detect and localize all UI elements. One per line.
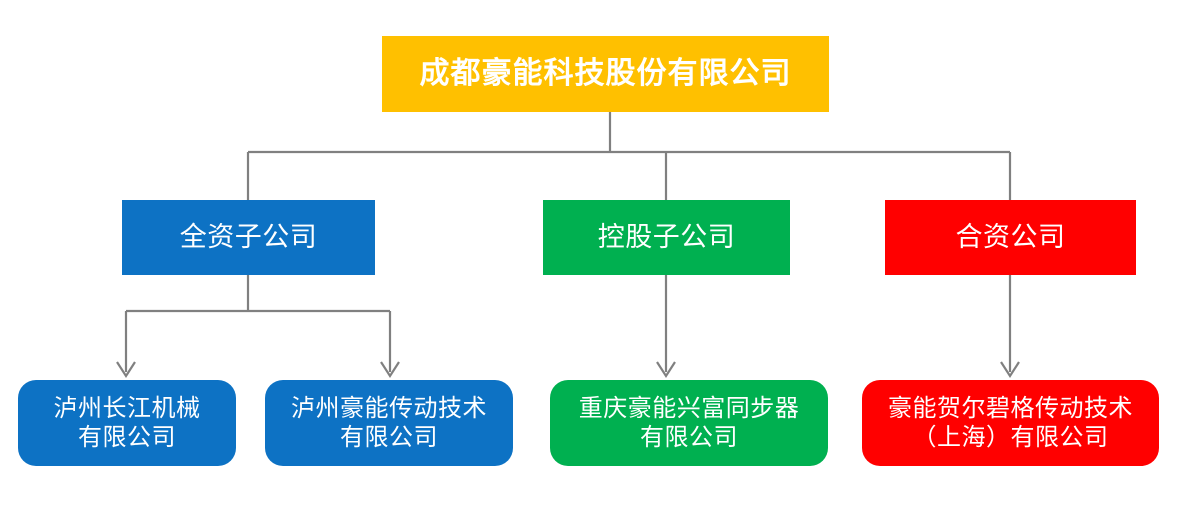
node-category-wholly-owned-label: 全资子公司	[179, 222, 318, 253]
arrowhead-xingfu-icon	[656, 361, 676, 379]
node-subsidiary-haoneng-chuandong[interactable]: 泸州豪能传动技术 有限公司	[265, 380, 513, 466]
node-category-holding[interactable]: 控股子公司	[543, 200, 790, 275]
node-category-wholly-owned[interactable]: 全资子公司	[122, 200, 375, 275]
node-category-joint-venture-label: 合资公司	[955, 222, 1066, 253]
node-subsidiary-changjiang[interactable]: 泸州长江机械 有限公司	[18, 380, 236, 466]
node-category-holding-label: 控股子公司	[597, 222, 736, 253]
node-subsidiary-hoerbiger-label: 豪能贺尔碧格传动技术 （上海）有限公司	[888, 394, 1133, 451]
node-subsidiary-hoerbiger[interactable]: 豪能贺尔碧格传动技术 （上海）有限公司	[862, 380, 1159, 466]
node-root-company[interactable]: 成都豪能科技股份有限公司	[382, 36, 829, 112]
node-root-company-label: 成都豪能科技股份有限公司	[419, 56, 792, 90]
arrowhead-haoneng-chuandong-icon	[380, 361, 400, 379]
node-subsidiary-xingfu[interactable]: 重庆豪能兴富同步器 有限公司	[550, 380, 828, 466]
node-subsidiary-xingfu-label: 重庆豪能兴富同步器 有限公司	[578, 394, 800, 451]
node-subsidiary-changjiang-label: 泸州长江机械 有限公司	[53, 394, 201, 451]
node-subsidiary-haoneng-chuandong-label: 泸州豪能传动技术 有限公司	[291, 394, 487, 451]
node-category-joint-venture[interactable]: 合资公司	[885, 200, 1136, 275]
arrowhead-hoerbiger-icon	[1000, 361, 1020, 379]
arrowhead-changjiang-icon	[116, 361, 136, 379]
